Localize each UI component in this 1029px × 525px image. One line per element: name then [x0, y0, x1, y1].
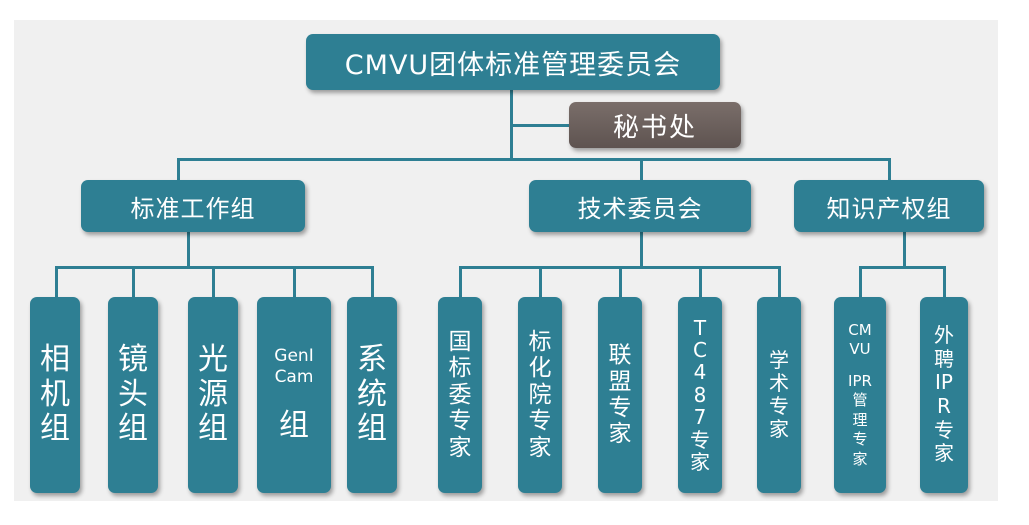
group-node-ip: 知识产权组: [794, 180, 984, 232]
member-node-system: 系 统 组: [347, 297, 397, 493]
connector-g3-m2: [943, 266, 946, 298]
connector-g2-m4: [699, 266, 702, 298]
secretariat-node: 秘书处: [569, 102, 741, 148]
member-node-national-committee-experts: 国 标 委 专 家: [438, 297, 482, 493]
root-node: CMVU团体标准管理委员会: [306, 34, 720, 90]
connector-group2-down: [640, 232, 643, 268]
member-node-lens: 镜 头 组: [108, 297, 158, 493]
member-node-camera: 相 机 组: [30, 297, 80, 493]
connector-group3-up: [888, 158, 891, 180]
connector-g1-m2: [132, 266, 135, 298]
connector-g1-m4: [293, 266, 296, 298]
member-node-genicam: GenI Cam 组: [257, 297, 331, 493]
connector-group2-up: [640, 158, 643, 180]
connector-g1-m1: [55, 266, 58, 298]
connector-group1-up: [177, 158, 180, 180]
connector-g1-m5: [371, 266, 374, 298]
connector-g2-m3: [619, 266, 622, 298]
connector-g1-m3: [212, 266, 215, 298]
connector-secretariat-branch: [510, 124, 570, 127]
connector-g2-m5: [778, 266, 781, 298]
member-node-external-ipr-experts: 外 聘 IP R 专 家: [920, 297, 968, 493]
connector-group3-down: [903, 232, 906, 268]
member-node-academic-experts: 学 术 专 家: [757, 297, 801, 493]
member-node-light: 光 源 组: [188, 297, 238, 493]
member-node-tc487-experts: T C 4 8 7 专 家: [678, 297, 722, 493]
member-node-alliance-experts: 联 盟 专 家: [598, 297, 642, 493]
connector-group1-down: [187, 232, 190, 268]
member-node-standardization-institute-experts: 标 化 院 专 家: [518, 297, 562, 493]
connector-groups-horizontal: [177, 158, 890, 161]
group-node-technical: 技术委员会: [529, 180, 751, 232]
connector-g3-m1: [859, 266, 862, 298]
group-node-standards: 标准工作组: [81, 180, 305, 232]
member-node-cmvu-ipr-experts: CM VU IPR 管 理 专 家: [834, 297, 886, 493]
connector-group3-horizontal: [859, 266, 946, 269]
connector-g2-m1: [459, 266, 462, 298]
connector-g2-m2: [539, 266, 542, 298]
